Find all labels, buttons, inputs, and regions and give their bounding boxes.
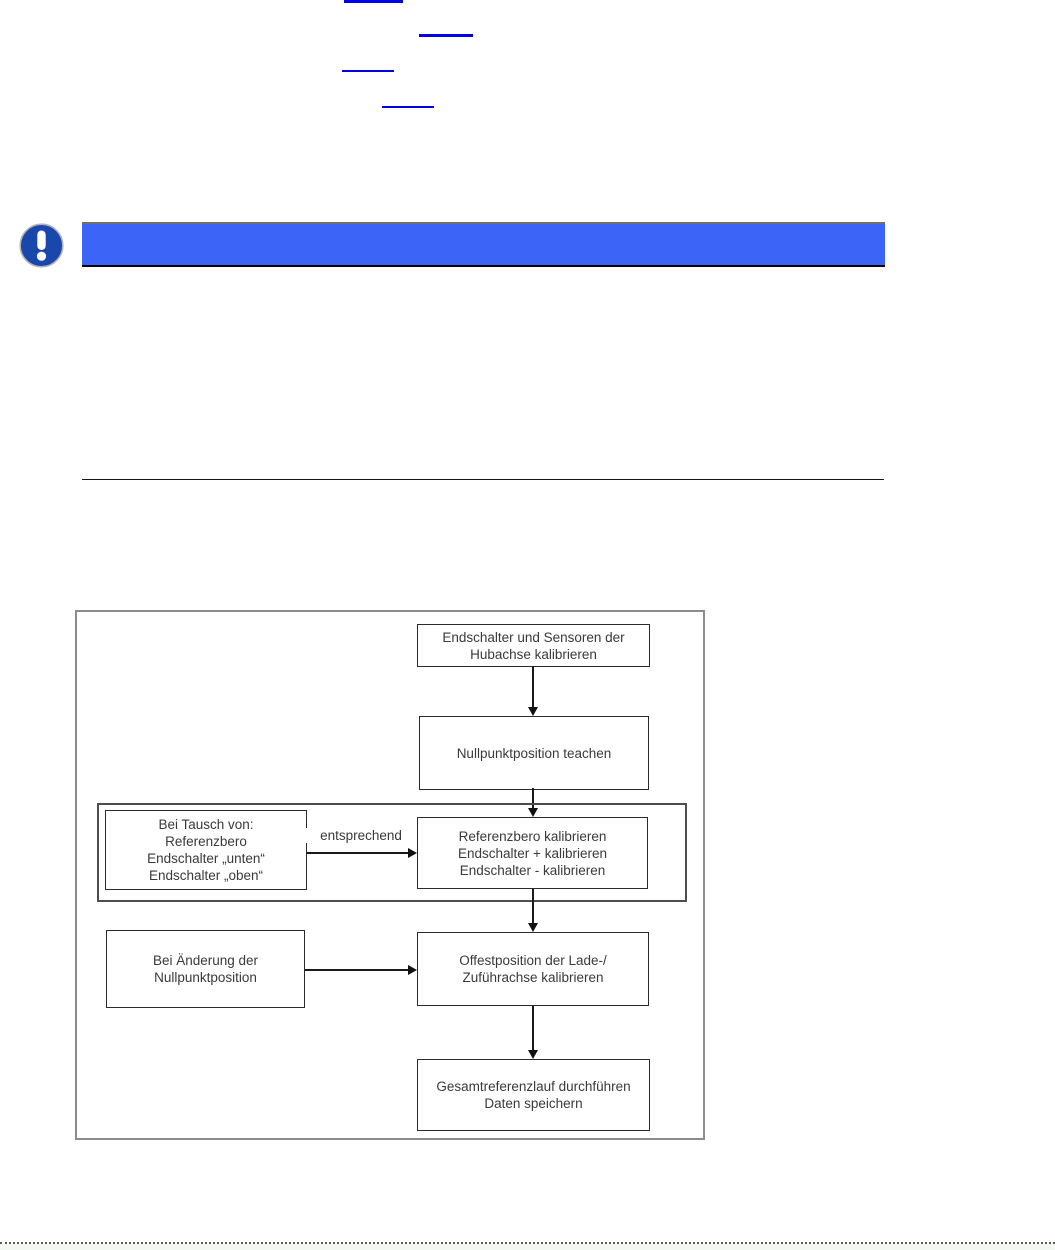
page-footer-strip xyxy=(0,1244,1055,1250)
node-gesamtreferenzlauf: Gesamtreferenzlauf durchführen Daten spe… xyxy=(417,1059,650,1131)
node-text-line: Daten speichern xyxy=(484,1096,583,1111)
calibration-flowchart: Endschalter und Sensoren der Hubachse ka… xyxy=(75,610,705,1140)
node-text-line: Gesamtreferenzlauf durchführen xyxy=(436,1079,631,1094)
arrow-right-icon xyxy=(408,848,417,858)
connector-line xyxy=(307,852,409,854)
arrow-down-icon xyxy=(528,707,538,716)
node-text-line: Referenzbero kalibrieren xyxy=(458,828,607,844)
arrow-down-icon xyxy=(528,808,538,817)
connector-line xyxy=(532,889,534,926)
edge-label-entsprechend: entsprechend xyxy=(305,828,417,843)
section-divider-line xyxy=(82,479,884,480)
node-offset-kalibrieren: Offestposition der Lade-/ Zuführachse ka… xyxy=(417,932,649,1006)
arrow-down-icon xyxy=(528,1050,538,1059)
node-text-line: Endschalter + kalibrieren xyxy=(458,845,607,861)
node-referenz-kalibrieren: Referenzbero kalibrieren Endschalter + k… xyxy=(417,817,648,889)
group-tausch-container xyxy=(97,803,687,902)
node-endschalter-sensoren: Endschalter und Sensoren der Hubachse ka… xyxy=(417,624,650,667)
connector-line xyxy=(532,1006,534,1051)
node-bei-tausch: Bei Tausch von: Referenzbero Endschalter… xyxy=(105,810,307,890)
arrow-right-icon xyxy=(408,965,417,975)
node-text-line: Nullpunktposition xyxy=(154,970,257,985)
node-text-line: Referenzbero xyxy=(165,834,247,849)
hyperlink-underline-4[interactable] xyxy=(382,106,434,108)
hyperlink-underline-1[interactable] xyxy=(344,0,403,3)
page-footer-divider xyxy=(0,1242,1055,1244)
node-text-line: Endschalter „oben“ xyxy=(148,868,264,883)
arrow-down-icon xyxy=(528,923,538,932)
connector-line xyxy=(532,666,534,708)
node-text-line: Bei Tausch von: xyxy=(158,817,254,832)
connector-line xyxy=(532,788,534,809)
node-text-line: Zuführachse kalibrieren xyxy=(462,970,604,985)
node-text-line: Hubachse kalibrieren xyxy=(470,646,597,662)
connector-line xyxy=(305,969,409,971)
node-text-line: Endschalter „unten“ xyxy=(147,851,265,866)
node-text-line: Offestposition der Lade-/ xyxy=(459,953,607,968)
mandatory-exclamation-icon xyxy=(19,223,64,268)
node-text-line: Nullpunktposition teachen xyxy=(456,745,612,761)
node-bei-aenderung: Bei Änderung der Nullpunktposition xyxy=(106,930,305,1008)
node-text-line: Bei Änderung der xyxy=(152,953,259,968)
node-nullpunkt-teachen: Nullpunktposition teachen xyxy=(419,716,649,790)
node-text-line: Endschalter und Sensoren der xyxy=(442,629,625,645)
hyperlink-underline-3[interactable] xyxy=(342,70,394,72)
node-text-line: Endschalter - kalibrieren xyxy=(459,862,606,878)
notice-banner xyxy=(82,222,885,267)
hyperlink-underline-2[interactable] xyxy=(419,34,473,37)
